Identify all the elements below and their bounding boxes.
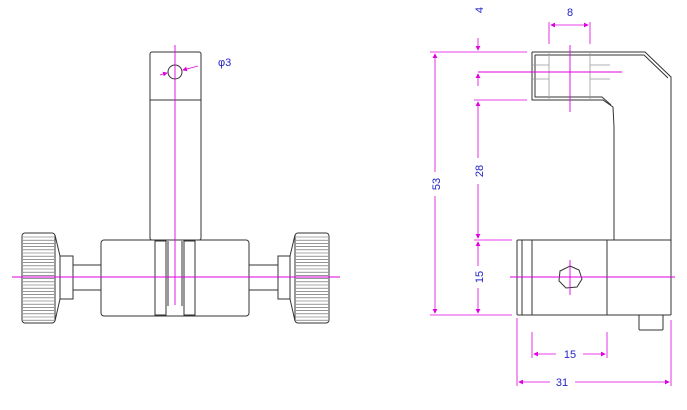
hole-diameter-label: φ3 — [218, 57, 231, 69]
dim-4: 4 — [474, 7, 486, 13]
dim-15-vertical: 15 — [474, 271, 486, 283]
post — [149, 51, 202, 241]
dim-8: 8 — [567, 7, 573, 19]
dim-15-horizontal: 15 — [564, 349, 576, 361]
tab — [638, 314, 664, 331]
dim-53: 53 — [431, 178, 443, 190]
dim-31: 31 — [556, 377, 568, 389]
side-view: 53 4 28 15 8 15 31 — [430, 7, 675, 389]
dim-28: 28 — [474, 165, 486, 177]
right-knob — [248, 232, 330, 324]
bracket-outline — [531, 51, 672, 315]
left-knob — [21, 232, 102, 324]
front-view: φ3 — [12, 45, 340, 324]
hex-screw — [558, 265, 583, 289]
clamp-block — [516, 239, 672, 316]
